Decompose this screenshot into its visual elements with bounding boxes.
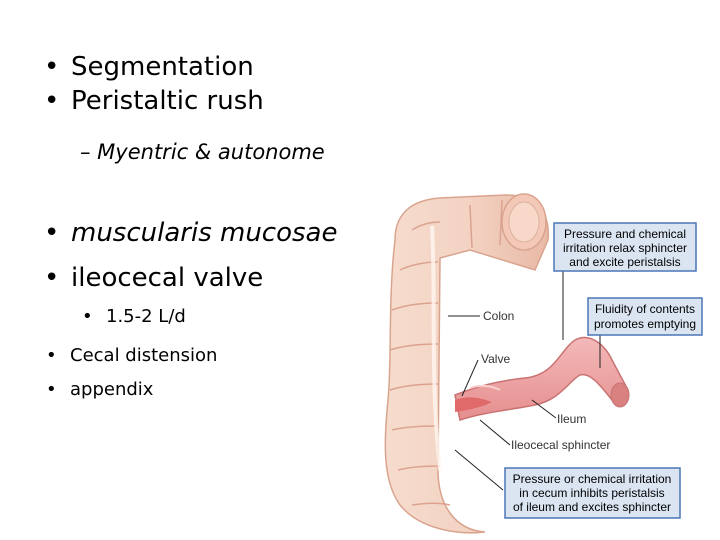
box1-line3: and excite peristalsis — [569, 255, 680, 269]
colon-shape — [384, 193, 549, 534]
box1-line1: Pressure and chemical — [564, 227, 686, 241]
bullet-ileocecal-valve: ileocecal valve — [44, 261, 338, 306]
label-valve: Valve — [481, 352, 510, 366]
bullet-appendix: appendix — [46, 373, 217, 407]
label-colon: Colon — [483, 309, 514, 323]
callout-box-pressure: Pressure and chemical irritation relax s… — [553, 222, 697, 272]
ileum-shape — [454, 336, 630, 421]
box3-line2: in cecum inhibits peristalsis — [519, 486, 664, 500]
box2-line1: Fluidity of contents — [595, 302, 695, 316]
box2-line2: promotes emptying — [594, 317, 696, 331]
bullet-list-top: Segmentation Peristaltic rush — [44, 50, 264, 118]
bullet-list-bottom: Cecal distension appendix — [46, 339, 218, 407]
callout-box-irritation: Pressure or chemical irritation in cecum… — [504, 467, 681, 519]
sub-item-myentric: – Myentric & autonome — [80, 140, 325, 164]
bullet-list-middle: muscularis mucosae ileocecal valve — [44, 216, 338, 306]
bullet-cecal-distension: Cecal distension — [46, 339, 218, 373]
leader-lines — [448, 270, 601, 491]
sub-bullet-volume: 1.5-2 L/d — [82, 306, 186, 327]
callout-box-fluidity: Fluidity of contents promotes emptying — [587, 297, 703, 336]
label-ileocecal-sphincter: Ileocecal sphincter — [511, 438, 610, 452]
bullet-muscularis-mucosae: muscularis mucosae — [44, 216, 337, 261]
bullet-segmentation: Segmentation — [44, 50, 264, 84]
box3-line1: Pressure or chemical irritation — [513, 472, 672, 486]
box3-line3: of ileum and excites sphincter — [513, 500, 671, 514]
bullet-peristaltic-rush: Peristaltic rush — [44, 84, 264, 118]
label-ileum: Ileum — [557, 412, 586, 426]
box1-line2: irritation relax sphincter — [563, 241, 687, 255]
